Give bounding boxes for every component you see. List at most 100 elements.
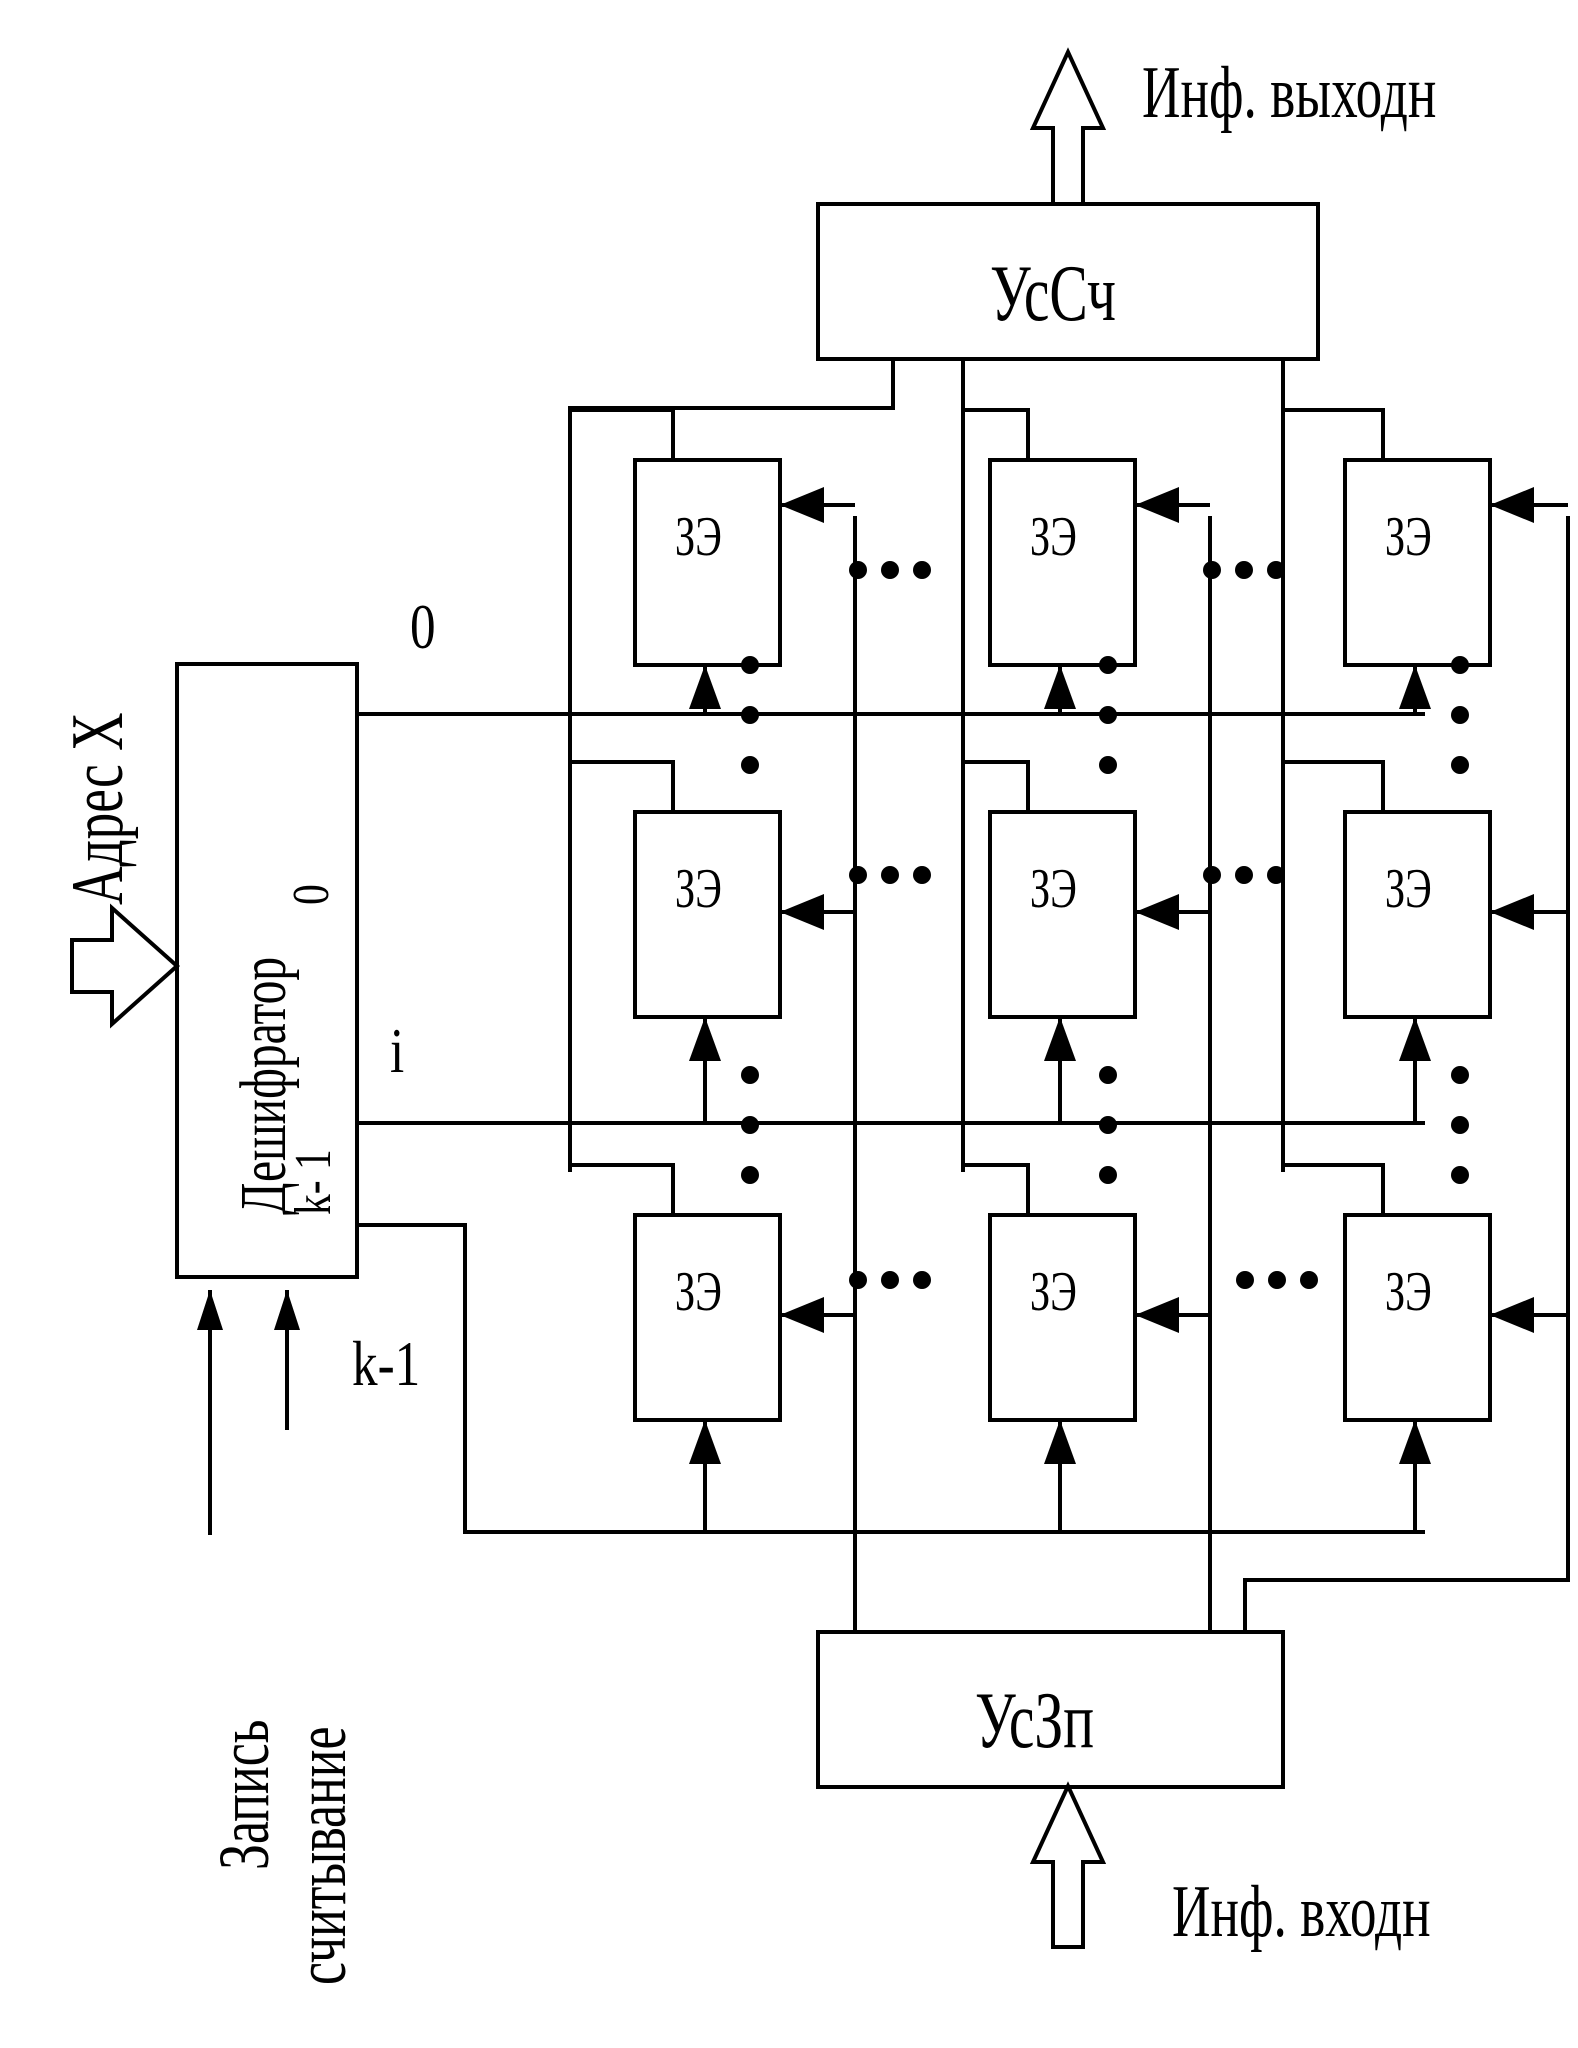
ellipsis-dot (1235, 561, 1253, 579)
cell-write-arrowhead (780, 1297, 824, 1333)
cell-select-arrowhead (1044, 665, 1076, 709)
ellipsis-dot (1300, 1271, 1318, 1289)
output-label: Инф. выходн (1142, 52, 1436, 133)
cell-select-arrowhead (1399, 1420, 1431, 1464)
storage-cell-label: ЗЭ (675, 1261, 722, 1323)
cell-write-arrowhead (1490, 1297, 1534, 1333)
ellipsis-dot (741, 1116, 759, 1134)
ellipsis-dot (741, 1166, 759, 1184)
cell-read-connection (1283, 408, 1385, 460)
ellipsis-dot (1099, 656, 1117, 674)
decoder-label: Дешифратор (228, 957, 300, 1215)
cell-read-connection (963, 1163, 1030, 1215)
ellipsis-dot (849, 1271, 867, 1289)
cell-select-arrowhead (689, 1017, 721, 1061)
storage-cell-label: ЗЭ (1385, 506, 1432, 568)
cell-grid: ЗЭ ЗЭ ЗЭ ЗЭ ЗЭ ЗЭ ЗЭ ЗЭ ЗЭ (570, 408, 1568, 1532)
ellipsis-dot (1268, 1271, 1286, 1289)
ellipsis-dot (913, 866, 931, 884)
ellipsis-dot (1451, 656, 1469, 674)
ellipsis-dot (1099, 706, 1117, 724)
storage-cell (988, 810, 1137, 1019)
ellipsis-dot (881, 866, 899, 884)
wires (70, 47, 1570, 1949)
ellipsis-dot (1099, 756, 1117, 774)
bit-line-write-col-2 (1243, 516, 1570, 1632)
ellipsis-dot (1451, 706, 1469, 724)
ellipsis-dot (741, 756, 759, 774)
cell-select-arrowhead (689, 665, 721, 709)
read-label: считывание (281, 1727, 361, 1985)
ellipsis-dot (741, 706, 759, 724)
input-bus-arrow (1029, 1781, 1107, 1949)
row-label-0: 0 (410, 591, 436, 663)
output-bus-arrow (1029, 47, 1107, 206)
ellipsis-dot (1236, 1271, 1254, 1289)
storage-cell (633, 810, 782, 1019)
cell-select-arrowhead (1399, 1017, 1431, 1061)
decoder-port-0: 0 (283, 884, 340, 905)
cell-read-connection (963, 408, 1030, 460)
storage-cell-label: ЗЭ (1030, 506, 1077, 568)
cell-read-connection (1283, 760, 1385, 812)
ellipsis-dot (881, 1271, 899, 1289)
ellipsis-dot (849, 866, 867, 884)
ellipsis-dot (1203, 561, 1221, 579)
cell-write-arrowhead (1135, 1297, 1179, 1333)
ellipsis-dot (913, 1271, 931, 1289)
cell-write-arrowhead (1490, 487, 1534, 523)
ellipsis-dot (1099, 1166, 1117, 1184)
row-label-k-1: k-1 (352, 1328, 420, 1400)
ellipsis-dot (1451, 1066, 1469, 1084)
cell-write-arrowhead (1135, 487, 1179, 523)
ellipsis-dot (1451, 1116, 1469, 1134)
ellipsis-dot (881, 561, 899, 579)
ellipsis-dot (741, 1066, 759, 1084)
write-label: Запись (204, 1720, 284, 1870)
storage-cell-label: ЗЭ (1030, 1261, 1077, 1323)
read-amplifier-label: УсСч (990, 250, 1116, 338)
ellipsis-dot (1267, 866, 1285, 884)
word-line-k-1 (357, 1223, 1425, 1534)
ellipsis-dot (1099, 1066, 1117, 1084)
ellipsis-dot (741, 656, 759, 674)
storage-cell-label: ЗЭ (1030, 858, 1077, 920)
labels: Инф. выходн УсСч УсЗп Инф. входн Дешифра… (57, 52, 1437, 1985)
address-label: Адрес X (57, 712, 138, 905)
decoder-port-k-1: k- 1 (285, 1149, 342, 1215)
write-amplifier-box (816, 1630, 1285, 1789)
storage-cell (988, 1213, 1137, 1422)
input-label: Инф. входн (1172, 1871, 1431, 1952)
storage-cell-label: ЗЭ (1385, 1261, 1432, 1323)
read-control-arrowhead (274, 1290, 300, 1330)
cell-write-arrowhead (1135, 894, 1179, 930)
ellipsis-dot (1203, 866, 1221, 884)
cell-read-connection (570, 760, 675, 812)
cell-read-connection (570, 1163, 675, 1215)
address-bus-arrow (70, 903, 181, 1029)
cell-write-arrowhead (1490, 894, 1534, 930)
storage-cell-label: ЗЭ (675, 506, 722, 568)
row-label-i: i (390, 1015, 404, 1087)
storage-cell (633, 458, 782, 667)
ellipsis-dot (913, 561, 931, 579)
cell-write-arrowhead (780, 894, 824, 930)
storage-cell (633, 1213, 782, 1422)
storage-cell (1343, 810, 1492, 1019)
cell-read-connection (963, 760, 1030, 812)
storage-cell-label: ЗЭ (675, 858, 722, 920)
ellipsis-dot (1235, 866, 1253, 884)
ellipsis-dot (1267, 561, 1285, 579)
write-control-arrowhead (197, 1290, 223, 1330)
write-amplifier-label: УсЗп (975, 1677, 1094, 1765)
cell-select-arrowhead (689, 1420, 721, 1464)
ellipsis-dot (1099, 1116, 1117, 1134)
cell-select-arrowhead (1044, 1420, 1076, 1464)
ellipsis-dot (849, 561, 867, 579)
cell-write-arrowhead (780, 487, 824, 523)
storage-cell (1343, 1213, 1492, 1422)
storage-cell-label: ЗЭ (1385, 858, 1432, 920)
ellipsis-dot (1451, 1166, 1469, 1184)
